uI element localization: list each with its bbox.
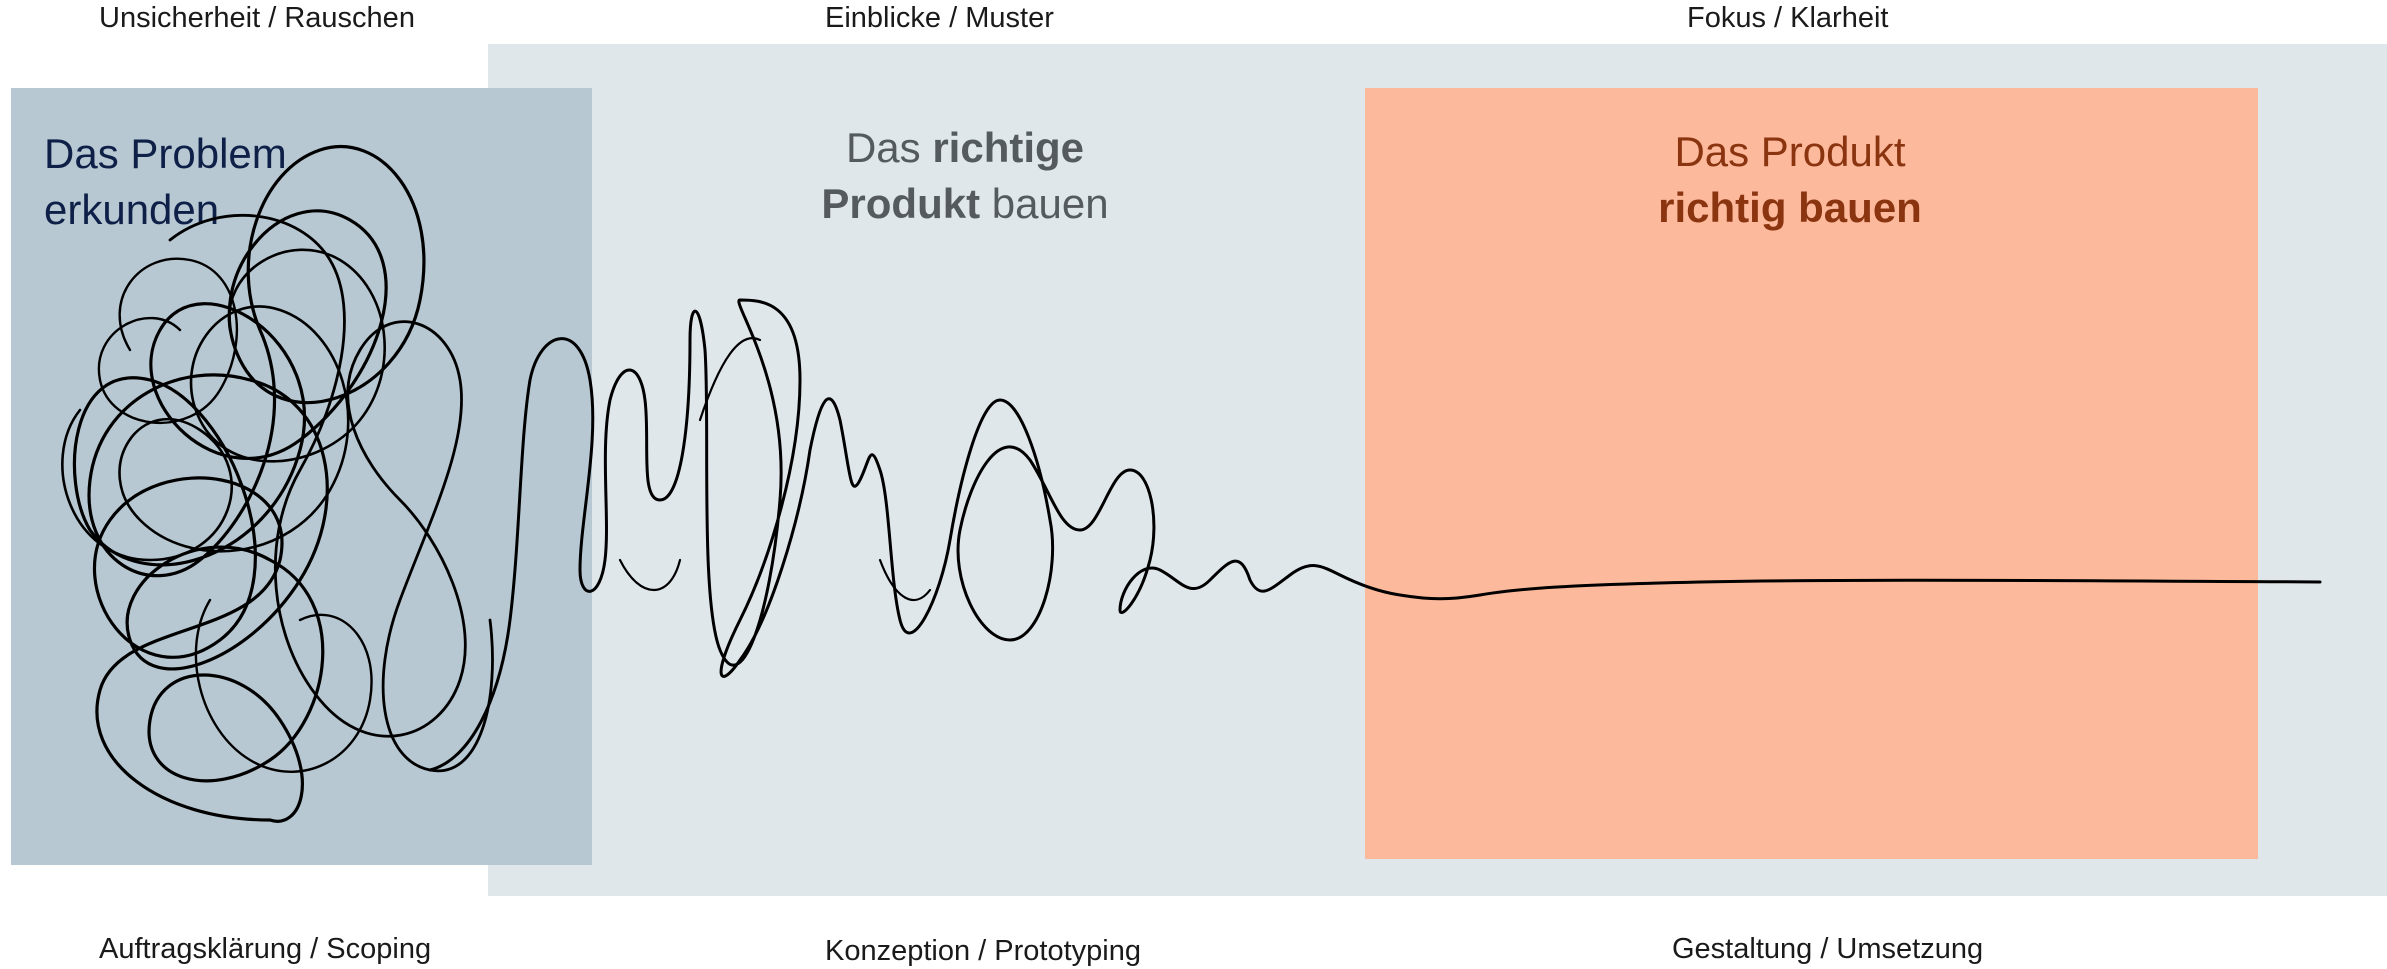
top-label-insights: Einblicke / Muster — [825, 2, 1054, 34]
scribble-tangle — [72, 144, 426, 823]
heading-mid-normal-2: bauen — [980, 180, 1109, 227]
heading-mid-bold-2: Produkt — [821, 180, 981, 227]
heading-mid-bold-1: richtige — [932, 124, 1085, 171]
top-label-uncertainty: Unsicherheit / Rauschen — [99, 2, 415, 34]
heading-explore-line2: erkunden — [44, 186, 220, 233]
heading-mid-line1: Das richtige — [780, 120, 1150, 176]
heading-right-line2: richtig bauen — [1658, 184, 1922, 231]
build-product-panel — [1365, 88, 2258, 859]
heading-explore-problem: Das Problem erkunden — [44, 126, 287, 238]
bottom-label-scoping: Auftragsklärung / Scoping — [99, 933, 432, 965]
heading-explore-line1: Das Problem — [44, 130, 287, 177]
heading-mid-line2: Produkt bauen — [780, 176, 1150, 232]
explore-problem-panel — [11, 88, 592, 865]
top-label-focus: Fokus / Klarheit — [1687, 2, 1889, 34]
heading-build-right: Das Produkt richtig bauen — [1540, 124, 2040, 236]
bottom-label-implementation: Gestaltung / Umsetzung — [1672, 933, 1984, 965]
bottom-label-prototyping: Konzeption / Prototyping — [825, 935, 1141, 967]
scribble-loops — [428, 298, 2322, 772]
heading-mid-normal-1: Das — [845, 124, 933, 171]
heading-right-product: Das richtige Produkt bauen — [780, 120, 1150, 232]
heading-right-line1: Das Produkt — [1674, 128, 1906, 175]
